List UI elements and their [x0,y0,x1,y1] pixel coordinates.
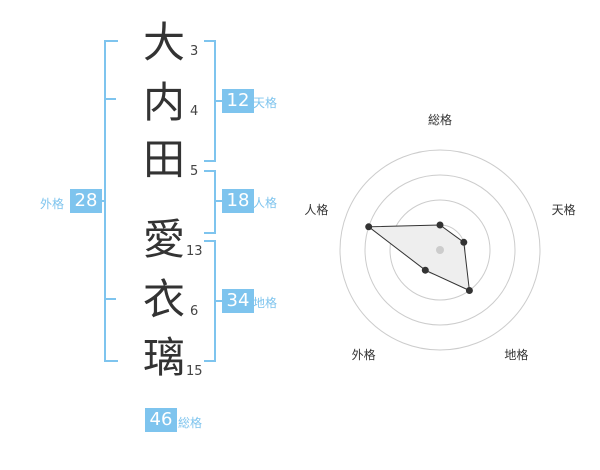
gaikaku-bracket [104,40,118,362]
radar-axis-label: 総格 [428,112,452,127]
tenkaku-bracket [204,40,216,162]
radar-points [365,221,473,294]
radar-axis-label: 天格 [552,202,576,217]
bracket-tick [104,98,116,100]
jinkaku-value-badge: 18 [222,189,254,213]
stroke-count-2: 4 [190,104,199,119]
tenkaku-value-badge: 12 [222,89,254,113]
soukaku-value-badge: 46 [145,408,177,432]
radar-axis-label: 地格 [504,347,528,362]
name-char-2: 内 [142,78,185,127]
gaikaku-value-badge: 28 [70,189,102,213]
radar-center [436,246,444,254]
tenkaku-connector [216,100,222,102]
jinkaku-connector [216,200,222,202]
jinkaku-label: 人格 [253,196,278,210]
chikaku-label: 地格 [253,296,278,310]
radar-ring [339,149,541,351]
stroke-count-5: 6 [190,304,199,319]
radar-ring [364,174,516,326]
radar-axis-label: 外格 [352,347,376,362]
name-char-3: 田 [142,135,185,184]
radar-point [460,238,468,246]
chikaku-value-badge: 34 [222,289,254,313]
radar-point [421,266,429,274]
stroke-count-1: 3 [190,44,199,59]
name-char-4: 愛 [142,215,185,264]
name-char-5: 衣 [142,275,185,324]
radar-axis-label: 人格 [304,202,328,217]
name-char-6: 璃 [142,333,185,382]
stroke-count-3: 5 [190,164,199,179]
soukaku-label: 総格 [178,416,203,430]
chikaku-connector [216,300,222,302]
stroke-count-4: 13 [186,244,203,259]
name-char-1: 大 [142,18,185,67]
radar-point [365,223,373,231]
radar-point [465,287,473,294]
jinkaku-bracket [204,170,216,234]
chikaku-bracket [204,240,216,362]
radar-point [436,221,444,229]
tenkaku-label: 天格 [253,96,278,110]
bracket-tick [104,298,116,300]
radar-polygon [367,224,470,292]
radar-ring [389,199,491,301]
stroke-count-6: 15 [186,364,203,379]
gaikaku-label: 外格 [40,197,65,211]
